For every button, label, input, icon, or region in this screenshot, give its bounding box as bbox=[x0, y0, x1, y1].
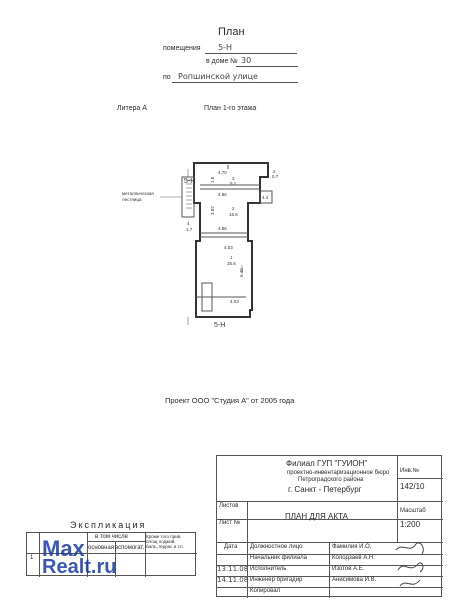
doc-title: ПЛАН ДЛЯ АКТА bbox=[285, 512, 348, 521]
inv-value: 142/10 bbox=[400, 482, 425, 491]
dim-2: 4.86 bbox=[218, 192, 227, 197]
project-note: Проект ООО "Студия А" от 2005 года bbox=[165, 396, 295, 405]
explication-col-in: в том числе bbox=[95, 534, 128, 540]
bureau-line-1: проектно-инвентаризационное бюро bbox=[287, 470, 390, 476]
dim-1: 4.70 bbox=[218, 170, 227, 175]
section-mark-bottom: 5-Н bbox=[214, 322, 225, 329]
dim-4: 4.03 bbox=[224, 245, 233, 250]
dim-5: 4.03 bbox=[230, 299, 239, 304]
room-2b-area: 0.7 bbox=[272, 174, 279, 179]
house-value: 30 bbox=[241, 56, 252, 65]
inv-label: Инв.№ bbox=[400, 468, 419, 474]
room-4-area: 1.7 bbox=[186, 227, 193, 232]
watermark-line-2: Realt.ru bbox=[42, 556, 117, 578]
street-value: Ропшинской улице bbox=[178, 72, 258, 81]
premises-value: 5-Н bbox=[218, 43, 232, 52]
premises-label: помещения bbox=[163, 45, 201, 52]
city: г. Санкт - Петербург bbox=[288, 485, 362, 494]
scale-label: Масштаб bbox=[400, 508, 426, 514]
explication-col-note: Кроме того прив. площ.лоджий, балк.,терр… bbox=[146, 534, 184, 549]
org-name: Филиал ГУП "ГУИОН" bbox=[286, 459, 368, 468]
stamp-row-3-date: 14.11.08 bbox=[217, 576, 249, 584]
room-2-num: 2 bbox=[232, 206, 235, 211]
scale-value: 1:200 bbox=[400, 520, 421, 529]
room-wc-area: 4.4 bbox=[262, 195, 269, 200]
street-underline bbox=[172, 82, 298, 83]
stamp-row-3-role: Инженер бригадир bbox=[250, 577, 303, 583]
stair-label-1: металлическая bbox=[122, 191, 154, 196]
stamp-row-0-role: Должностное лицо bbox=[250, 544, 303, 550]
watermark-line-1: Max bbox=[42, 536, 85, 561]
room-2b-num: 2 bbox=[273, 169, 276, 174]
stamp-row-1-name: Колодзаев А.Н. bbox=[332, 555, 375, 561]
explication-table bbox=[26, 532, 197, 577]
dim-6: 6.40 bbox=[239, 268, 244, 277]
title-block bbox=[216, 455, 443, 598]
stair-label-2: лестница bbox=[122, 197, 142, 202]
litera-label: Литера А bbox=[117, 105, 147, 112]
house-label: в доме № bbox=[206, 58, 238, 65]
room-4-num: 4 bbox=[187, 221, 190, 226]
stamp-row-2-date: 13.11.08 bbox=[217, 565, 249, 573]
dim-8: 1.6 bbox=[210, 176, 215, 183]
explication-col-main: основная bbox=[88, 545, 115, 551]
stamp-row-1-role: Начальник филиала bbox=[250, 555, 307, 561]
section-mark-top: 5-Н bbox=[184, 178, 195, 185]
room-3-num: 3 bbox=[232, 176, 235, 181]
house-underline bbox=[236, 66, 298, 67]
stamp-row-0-date: Дата bbox=[224, 544, 238, 550]
stamp-row-2-role: Исполнитель bbox=[250, 566, 287, 572]
stamp-row-0-name: Фамилия И.О. bbox=[332, 544, 372, 550]
document-title: План bbox=[218, 26, 245, 38]
room-1-num: 1 bbox=[230, 255, 233, 260]
dim-7: 3.82 bbox=[210, 206, 215, 215]
bureau-line-2: Петроградского района bbox=[298, 477, 364, 483]
floor-plan-drawing: 5-Н 5-Н металлическая лестница 4.70 4.86… bbox=[122, 162, 279, 329]
signatures bbox=[395, 542, 424, 587]
explication-row-num: 1 bbox=[30, 555, 34, 561]
room-3-area: 5.1 bbox=[230, 181, 237, 186]
dim-3: 4.86 bbox=[218, 226, 227, 231]
sheets-label: Листов bbox=[219, 503, 239, 509]
explication-title: Экспликация bbox=[70, 520, 147, 530]
street-label: по bbox=[163, 74, 171, 81]
sheet-label: Лист № bbox=[219, 520, 241, 526]
premises-underline bbox=[205, 53, 297, 54]
stamp-row-3-name: Анисимова И.В. bbox=[332, 577, 377, 583]
stamp-row-4-role: Копировал bbox=[250, 588, 281, 594]
explication-col-aux: вспомогат. bbox=[115, 545, 145, 551]
room-2-area: 18.6 bbox=[229, 212, 238, 217]
stamp-row-2-name: Изотов А.Е. bbox=[332, 566, 365, 572]
floor-plan-label: План 1-го этажа bbox=[204, 105, 257, 112]
room-1-area: 25.6 bbox=[227, 261, 236, 266]
